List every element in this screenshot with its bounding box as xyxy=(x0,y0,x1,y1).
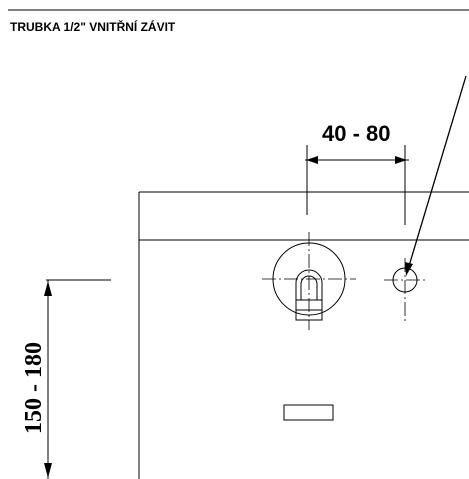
horizontal-dimension-label: 40 - 80 xyxy=(322,121,391,146)
note-leader-line xyxy=(408,75,467,267)
vertical-dimension-arrow-bottom xyxy=(44,463,52,478)
vertical-dimension-label: 150 - 180 xyxy=(21,342,47,434)
elbow-pipe-inner xyxy=(300,275,318,300)
elbow-pipe-outline xyxy=(295,269,323,300)
dimension-arrow-left xyxy=(306,156,318,164)
pipe-thread-note: TRUBKA 1/2" VNITŘNÍ ZÁVIT xyxy=(10,19,176,34)
vertical-dimension-arrow-top xyxy=(44,281,52,296)
cabinet-slot xyxy=(283,404,334,421)
dimension-arrow-right xyxy=(395,156,407,164)
